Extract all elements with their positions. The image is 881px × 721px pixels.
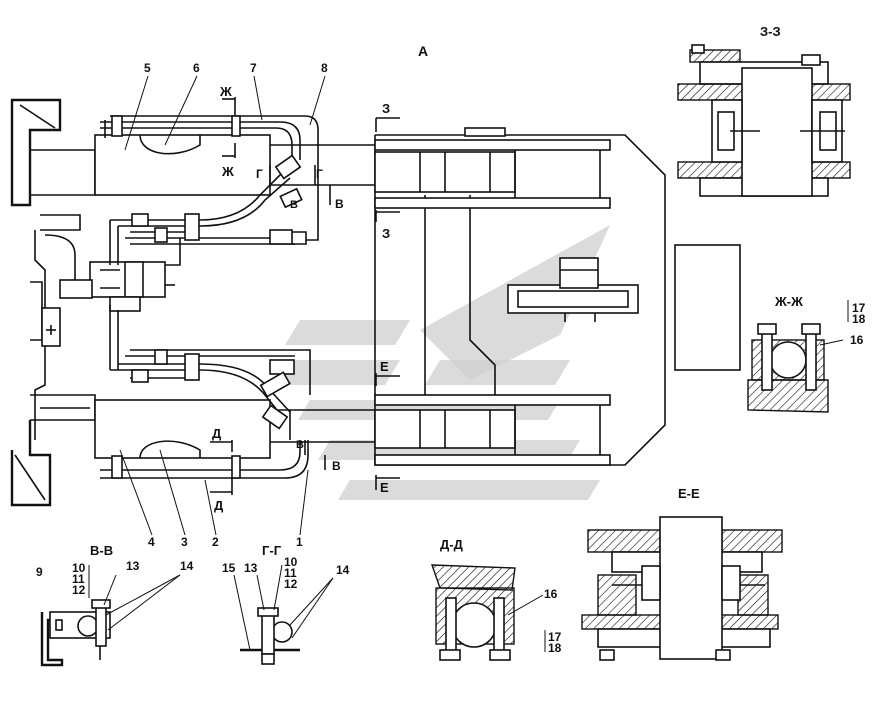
cut-e-bottom: Е [380,480,389,495]
callout-16-dd: 16 [544,587,558,601]
cut-v-bottom-2: В [332,459,341,473]
leader-lines [119,75,849,652]
cut-g-right: Г [316,167,323,181]
callout-18-zhzh: 18 [852,312,866,326]
callout-17-dd: 17 [548,630,562,644]
cut-zh-top: Ж [219,84,232,99]
callout-10-gg: 10 [284,555,298,569]
section-zhzh [747,302,849,413]
section-zz [677,44,851,197]
cut-v-top-1: В [290,199,298,211]
label-section-zz: З-З [760,24,781,39]
callout-2: 2 [212,535,219,549]
cut-z-top: З [382,101,390,116]
cut-d-top: Д [212,426,222,441]
callout-13-vv: 13 [126,559,140,573]
ee-pin [659,516,723,660]
cut-v-top-2: В [335,197,344,211]
label-section-gg: Г-Г [262,543,282,558]
callout-9: 9 [36,565,43,579]
section-dd [431,564,516,661]
main-view [10,97,741,507]
cut-v-bottom-1: В [296,439,304,451]
section-vv [40,565,181,667]
section-ee [581,516,783,661]
cut-z-bottom: З [382,226,390,241]
zz-pin [741,67,813,197]
callout-10-vv: 10 [72,561,86,575]
callout-17-zhzh: 17 [852,301,866,315]
callout-3: 3 [181,535,188,549]
callout-16-zhzh: 16 [850,333,864,347]
callout-12-vv: 12 [72,583,86,597]
section-gg [233,564,334,665]
callout-15: 15 [222,561,236,575]
cut-g-left: Г [256,167,263,181]
callout-6: 6 [193,61,200,75]
callout-13-gg: 13 [244,561,258,575]
callout-numbers: 5 6 7 8 4 3 2 1 17 18 16 16 17 18 9 10 1… [36,61,866,655]
label-section-vv: В-В [90,543,113,558]
callout-12-gg: 12 [284,577,298,591]
cut-zh-bottom: Ж [221,164,234,179]
callout-11-gg: 11 [284,566,297,580]
callout-1: 1 [296,535,303,549]
callout-8: 8 [321,61,328,75]
label-section-ee: Е-Е [678,486,700,501]
cut-d-bottom: Д [214,498,224,513]
callout-5: 5 [144,61,151,75]
upper-cylinder [94,134,271,196]
right-end-block [674,244,741,371]
lower-cylinder [94,399,271,459]
cut-e-top: Е [380,359,389,374]
label-section-dd: Д-Д [440,537,464,552]
callout-14-gg: 14 [336,563,350,577]
callout-7: 7 [250,61,257,75]
callout-4: 4 [148,535,155,549]
view-labels: А З-З Ж-Ж Е-Е Д-Д В-В Г-Г Ж Ж Г Г В В З … [90,24,803,558]
callout-18-dd: 18 [548,641,562,655]
callout-14-vv: 14 [180,559,194,573]
label-view-a: А [418,43,428,59]
callout-11-vv: 11 [72,572,85,586]
label-section-zhzh: Ж-Ж [774,294,803,309]
